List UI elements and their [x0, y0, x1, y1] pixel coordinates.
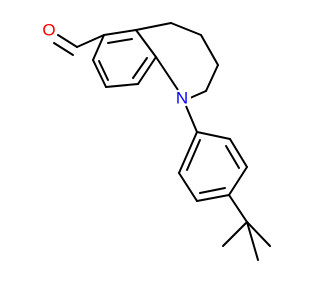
bond-a5-a6	[92, 59, 107, 88]
bond-a4-a5	[105, 83, 139, 88]
bonds	[53, 22, 271, 261]
nitrogen-atom-bg	[173, 89, 191, 107]
bond-q-m2	[246, 221, 271, 247]
bond-p4-p5-inner	[199, 187, 226, 194]
bond-a5-a6-inner	[98, 60, 109, 81]
bond-r4-n	[189, 90, 207, 99]
bond-a1-a2	[103, 29, 137, 36]
oxygen-atom: O	[42, 21, 55, 40]
bond-a2-a3	[135, 29, 157, 58]
bond-p4-p5	[196, 194, 230, 202]
bond-a2-r1	[135, 22, 172, 31]
atom-labels: O N	[40, 21, 191, 108]
bond-n-a3	[155, 56, 179, 91]
bond-p2-p3-inner	[225, 145, 240, 169]
bond-r1-r2	[170, 22, 202, 36]
structure-canvas: O N	[40, 20, 271, 261]
bond-p3-p4	[228, 166, 248, 196]
bond-co-2	[53, 42, 74, 56]
bond-p6-p1	[178, 131, 198, 174]
bond-p6-p1-inner	[186, 139, 201, 171]
nitrogen-atom: N	[176, 89, 188, 108]
bond-p3-q	[228, 194, 248, 223]
bond-p1-p2	[196, 131, 231, 140]
bond-a3-a4-inner	[132, 57, 148, 79]
molecule-svg: O N	[40, 20, 271, 261]
bond-r2-r3	[200, 34, 219, 66]
oxygen-atom-bg	[40, 21, 58, 39]
bond-q-m3	[246, 221, 259, 261]
bond-q-m1	[222, 221, 248, 247]
bond-a6-a1	[92, 34, 105, 61]
bond-a3-a4	[137, 56, 157, 85]
bond-a1-a2-inner	[107, 38, 133, 44]
bond-p2-p3	[229, 138, 248, 168]
bond-r3-r4	[205, 64, 219, 92]
bond-co-1	[57, 34, 78, 48]
bond-p5-p6	[178, 172, 198, 202]
bond-c-cho	[76, 34, 105, 48]
bond-n-p1	[185, 105, 198, 133]
